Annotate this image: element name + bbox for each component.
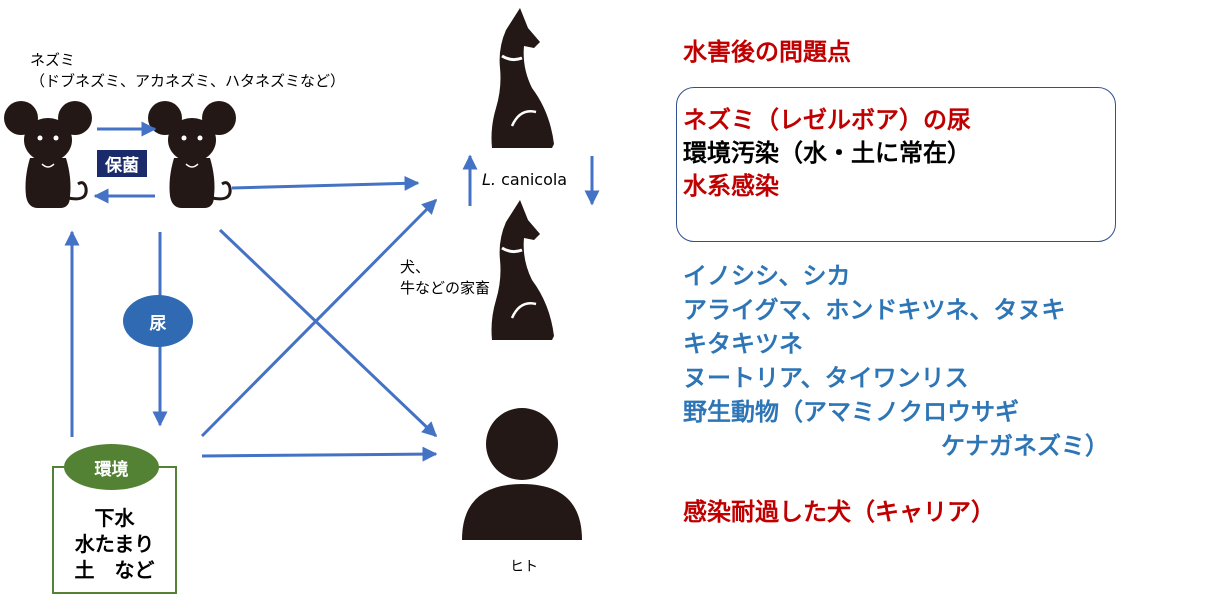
environment-items: 下水 水たまり 土 など	[74, 506, 155, 582]
carrier-dog-text: 感染耐過した犬（キャリア）	[683, 498, 995, 526]
key-issues-text: ネズミ（レゼルボア）の尿 環境汚染（水・土に常在） 水系感染	[683, 106, 971, 200]
environment-label: 環境	[64, 444, 159, 490]
rat-label: ネズミ （ドブネズミ、アカネズミ、ハタネズミなど）	[30, 51, 346, 90]
list-item: キタキツネ	[683, 330, 803, 358]
list-item: イノシシ、シカ	[683, 262, 851, 290]
list-item: ケナガネズミ）	[941, 432, 1109, 460]
arrow-rat-to-human	[218, 228, 438, 438]
list-item: アライグマ、ホンドキツネ、タヌキ	[683, 296, 1066, 324]
urine-badge: 尿	[123, 295, 193, 347]
human-label: ヒト	[510, 559, 538, 575]
carrier-badge: 保菌	[97, 150, 147, 177]
list-item: ヌートリア、タイワンリス	[683, 364, 969, 392]
dog-icon	[490, 6, 556, 150]
wildlife-hosts-list: イノシシ、シカ アライグマ、ホンドキツネ、タヌキ キタキツネ ヌートリア、タイワ…	[683, 259, 1109, 463]
list-item: 野生動物（アマミノクロウサギ	[683, 398, 1019, 426]
serovar-label: L. canicola	[482, 170, 568, 189]
rat-icon	[146, 99, 238, 210]
livestock-label: 犬、 牛などの家畜	[400, 258, 491, 297]
arrow-env-to-human	[201, 446, 438, 462]
dog-icon	[490, 198, 556, 342]
person-icon	[462, 408, 582, 540]
problems-title: 水害後の問題点	[683, 38, 851, 66]
key-issues-box	[676, 87, 1116, 242]
arrow-env-to-dog	[200, 198, 438, 438]
rat-icon	[2, 99, 94, 210]
arrow-rat-to-dog	[231, 175, 420, 191]
